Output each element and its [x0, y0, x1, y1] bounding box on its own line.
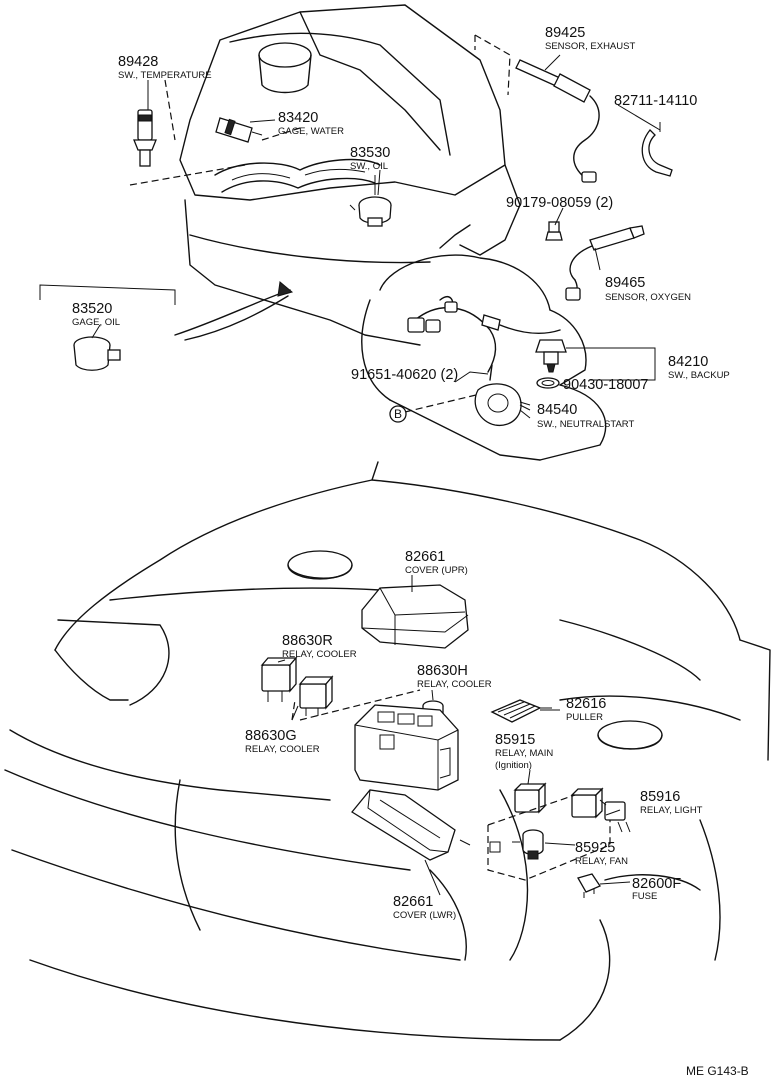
temperature-switch-drawing [129, 79, 246, 186]
label-85915-note: (Ignition) [495, 760, 532, 771]
relay-light-drawing [570, 787, 631, 833]
label-84540-number: 84540 [537, 402, 577, 418]
oil-gauge-drawing [39, 281, 294, 371]
fuse-drawing [577, 873, 601, 898]
label-90430-number: 90430-18007 [563, 377, 648, 393]
label-82661-upper-name: COVER (UPR) [405, 565, 468, 576]
label-83520-number: 83520 [72, 301, 112, 317]
relay-block-drawing [354, 704, 459, 791]
label-84210-number: 84210 [668, 354, 708, 370]
label-83530-number: 83530 [350, 145, 390, 161]
label-85925-number: 85925 [575, 840, 615, 856]
label-85916-number: 85916 [640, 789, 680, 805]
label-89425-number: 89425 [545, 25, 585, 41]
label-88630g-name: RELAY, COOLER [245, 744, 320, 755]
label-91651-number: 91651-40620 (2) [351, 367, 458, 383]
engine-block-drawing [179, 4, 607, 461]
label-88630r-name: RELAY, COOLER [282, 649, 357, 660]
label-85915-number: 85915 [495, 732, 535, 748]
label-83530-name: SW., OIL [350, 161, 388, 172]
label-82711-number: 82711-14110 [614, 93, 697, 109]
relay-bracket-drawing [459, 794, 611, 881]
label-85915-name: RELAY, MAIN [495, 748, 553, 759]
label-85925-name: RELAY, FAN [575, 856, 628, 867]
backup-switch-drawing [407, 296, 656, 389]
label-82661-upper-number: 82661 [405, 549, 445, 565]
label-82616-number: 82616 [566, 696, 606, 712]
label-89465-number: 89465 [605, 275, 645, 291]
relay-88630r-drawing [260, 656, 298, 702]
exhaust-sensor-drawing [515, 59, 600, 183]
label-84540-name: SW., NEUTRALSTART [537, 419, 634, 430]
bolt-drawing [545, 221, 563, 241]
label-89425-name: SENSOR, EXHAUST [545, 41, 635, 52]
label-88630r-number: 88630R [282, 633, 333, 649]
label-83420-name: GAGE, WATER [278, 126, 344, 137]
label-82661-lower-name: COVER (LWR) [393, 910, 456, 921]
water-gauge-drawing [215, 117, 301, 143]
label-88630h-name: RELAY, COOLER [417, 679, 492, 690]
label-89465-name: SENSOR, OXYGEN [605, 292, 691, 303]
clamp-drawing [641, 122, 673, 177]
upper-cover-drawing [361, 584, 469, 649]
neutral-start-switch-drawing [389, 364, 531, 427]
relay-fan-drawing [512, 829, 544, 860]
label-82616-name: PULLER [566, 712, 603, 723]
leader-lines [91, 54, 661, 896]
relay-88630g-drawing [291, 675, 421, 721]
label-90179-number: 90179-08059 (2) [506, 195, 613, 211]
lower-cover-drawing [351, 789, 456, 861]
oil-switch-drawing [349, 175, 392, 227]
label-82600f-number: 82600F [632, 876, 681, 892]
label-83520-name: GAGE, OIL [72, 317, 120, 328]
label-84210-name: SW., BACKUP [668, 370, 730, 381]
label-82661-lower-number: 82661 [393, 894, 433, 910]
figure-code: ME G143-B [686, 1064, 749, 1078]
label-88630g-number: 88630G [245, 728, 297, 744]
car-body-drawing [4, 461, 771, 1041]
oxygen-sensor-drawing [565, 225, 645, 301]
label-89428-name: SW., TEMPERATURE [118, 70, 212, 81]
relay-main-drawing [513, 782, 547, 814]
callout-marker-b: B [394, 407, 402, 421]
part-labels: 89428 SW., TEMPERATURE 83420 GAGE, WATER… [72, 25, 749, 1078]
label-88630h-number: 88630H [417, 663, 468, 679]
label-82600f-name: FUSE [632, 891, 657, 902]
puller-drawing [490, 699, 552, 723]
label-83420-number: 83420 [278, 110, 318, 126]
label-89428-number: 89428 [118, 54, 158, 70]
label-85916-name: RELAY, LIGHT [640, 805, 703, 816]
